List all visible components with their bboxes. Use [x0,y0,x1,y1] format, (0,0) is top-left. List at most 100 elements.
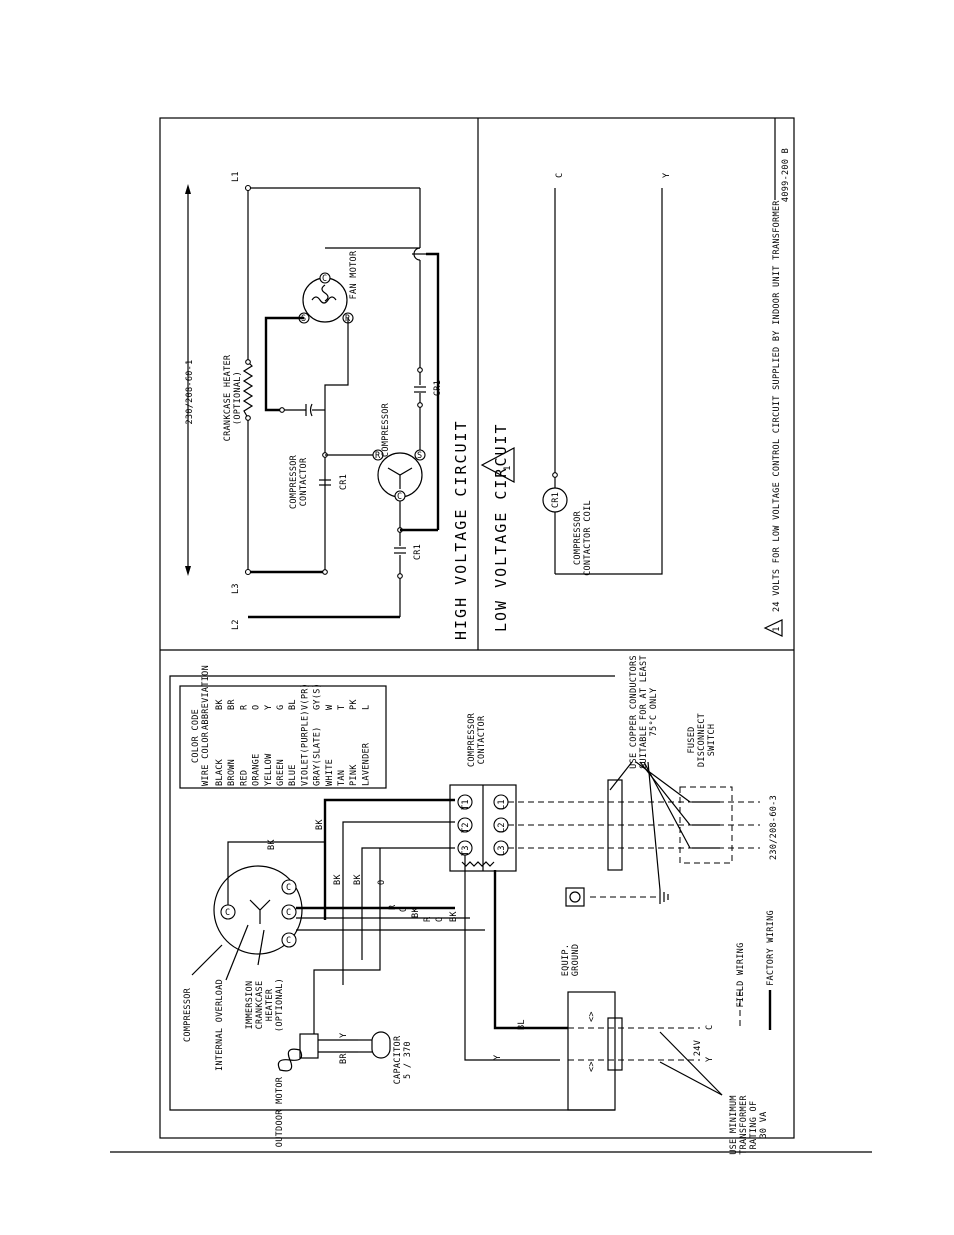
low-voltage-footnote: 24 VOLTS FOR LOW VOLTAGE CONTROL CIRCUIT… [772,200,782,612]
high-voltage-title: HIGH VOLTAGE CIRCUIT [452,419,470,640]
color-code-table: COLOR CODE WIRE COLOR ABBREVIATION BLACK… [179,665,387,789]
earth-ground-icon [659,890,669,904]
compressor-term-c: C [397,492,402,502]
color-code-color-0: BLACK [215,758,225,786]
immersion-heater-label: IMMERSION CRANKCASE HEATER (OPTIONAL) [245,978,285,1032]
color-code-color-7: VIOLET(PURPLE) [300,710,310,786]
crankcase-heater-element [242,361,254,419]
outdoor-motor-feed [313,852,381,1034]
color-code-box [179,685,387,789]
contactor-coil-zigzag [461,861,495,867]
fan-motor-r-wire [324,318,349,455]
coil-name-1: COMPRESSOR [573,510,583,565]
transformer-note-4: 30 VA [759,1111,769,1138]
color-code-color-3: ORANGE [252,753,262,786]
lv-c-label: C [555,173,565,178]
immersion-heater-line-4: (OPTIONAL) [275,978,285,1032]
color-code-color-11: PINK [349,764,359,786]
color-code-header-abbr: ABBREVIATION [201,665,211,730]
wiring-compressor-term-c-label: C [225,908,230,918]
lv-y-wire [555,188,663,575]
equip-ground-label-2: GROUND [571,944,581,977]
contactor-l3-label: L3 [497,845,507,856]
color-code-abbr-0: BK [215,699,225,710]
supply-arrow-bottom [185,566,191,576]
drawing-number: 4099-200 B [781,148,791,202]
outdoor-motor-wire-br: BR [339,1053,349,1064]
factory-wiring-label: FACTORY WIRING [766,910,776,986]
control-box-arrow-2: <> [587,1061,597,1072]
wiring-compressor-term-c2 [281,879,297,895]
color-code-abbr-5: G [276,705,286,710]
color-code-color-9: WHITE [325,759,335,786]
wire-bk-top-label: BK [267,839,277,850]
color-code-title: COLOR CODE [191,709,201,763]
wiring-compressor-term-c4 [281,904,297,920]
color-code-rows: BLACKBKBROWNBRREDRORANGEOYELLOWYGREENGBL… [215,683,371,786]
contactor-l1-label: L1 [497,799,507,810]
contactor-t2-label: T2 [461,822,471,833]
color-code-abbr-10: T [337,705,347,710]
color-code-header-color: WIRE COLOR [201,731,211,786]
l1-label: L1 [231,171,241,182]
color-code-abbr-4: Y [264,705,274,710]
contactor-coil-label: CR1 [551,492,561,508]
transformer-leader-2 [659,1061,723,1096]
fan-capacitor-plate-2 [309,403,313,417]
supply-arrow-top [185,184,191,194]
outdoor-motor-body [299,1033,319,1059]
color-code-abbr-11: PK [349,699,359,710]
control-box [567,991,616,1111]
outdoor-motor-wire-y: Y [339,1033,349,1038]
internal-overload-label: INTERNAL OVERLOAD [215,979,225,1071]
color-code-abbr-9: W [325,704,335,710]
wiring-compressor-term-c3-label: C [286,936,291,946]
24v-c-label: C [705,1025,715,1030]
coil-name-2: CONTACTOR COIL [583,500,593,576]
contactor-upper-node-2 [322,569,328,575]
fan-capacitor-node [279,407,285,413]
fan-motor-winding-2 [321,284,329,302]
wiring-contactor-label-1: COMPRESSOR [467,712,477,767]
wire-o-label: O [377,880,387,885]
fan-motor-label: FAN MOTOR [349,250,359,299]
fan-blade-icon [277,1048,303,1072]
color-code-color-4: YELLOW [264,753,274,786]
copper-note-2: SUITABLE FOR AT LEAST [639,655,649,769]
color-code-color-2: RED [239,770,249,786]
color-code-color-1: BROWN [227,759,237,786]
color-code-abbr-12: L [361,705,371,710]
transformer-note-3: RATING OF [749,1101,759,1150]
cr1-fan-node-bottom [417,402,423,408]
color-code-abbr-3: O [252,705,262,710]
wire-bk-t2-label: BK [333,874,343,885]
color-code-abbr-7: V(PR) [300,683,310,710]
contactor-upper-label: CR1 [339,474,349,490]
wire-bk-t1-label: BK [315,819,325,830]
fan-motor-term-c: C [322,274,327,284]
right-rail-wire [426,252,440,530]
control-box-arrow-1: <> [587,1011,597,1022]
color-code-color-6: BLUE [288,764,298,786]
fan-motor-symbol [302,277,348,323]
capacitor-label-1: CAPACITOR [393,1035,403,1084]
wiring-connection-diagram: <> <> C C C C COMPRESSOR INTERNAL OVERLO… [169,655,779,1155]
wire-bk-t2 [342,821,455,985]
compressor-label: COMPRESSOR [381,402,391,457]
color-code-abbr-1: BR [227,699,237,710]
fused-disconnect-label-3: SWITCH [707,724,717,757]
fan-motor-s-wire [264,316,304,412]
copper-note-leader-1 [609,761,633,791]
immersion-heater-line-2: CRANKCASE [255,981,265,1030]
supply-rating: 230/208-60-1 [185,359,195,424]
high-voltage-circuit: HIGH VOLTAGE CIRCUIT 230/208-60-1 L1 L3 … [185,171,470,640]
wire-or-label-2: O [435,917,445,922]
fused-disconnect-label-2: DISCONNECT [697,713,707,767]
wire-bl-coil-label: BL [517,1019,527,1030]
l3-label: L3 [231,583,241,594]
color-code-color-5: GREEN [276,759,286,786]
supply-3-label: 230/208-60-3 [769,795,779,860]
copper-note-leader-4 [643,761,691,849]
color-code-abbr-8: GY(S) [313,683,323,710]
contactor-lower-label: CR1 [413,544,423,560]
